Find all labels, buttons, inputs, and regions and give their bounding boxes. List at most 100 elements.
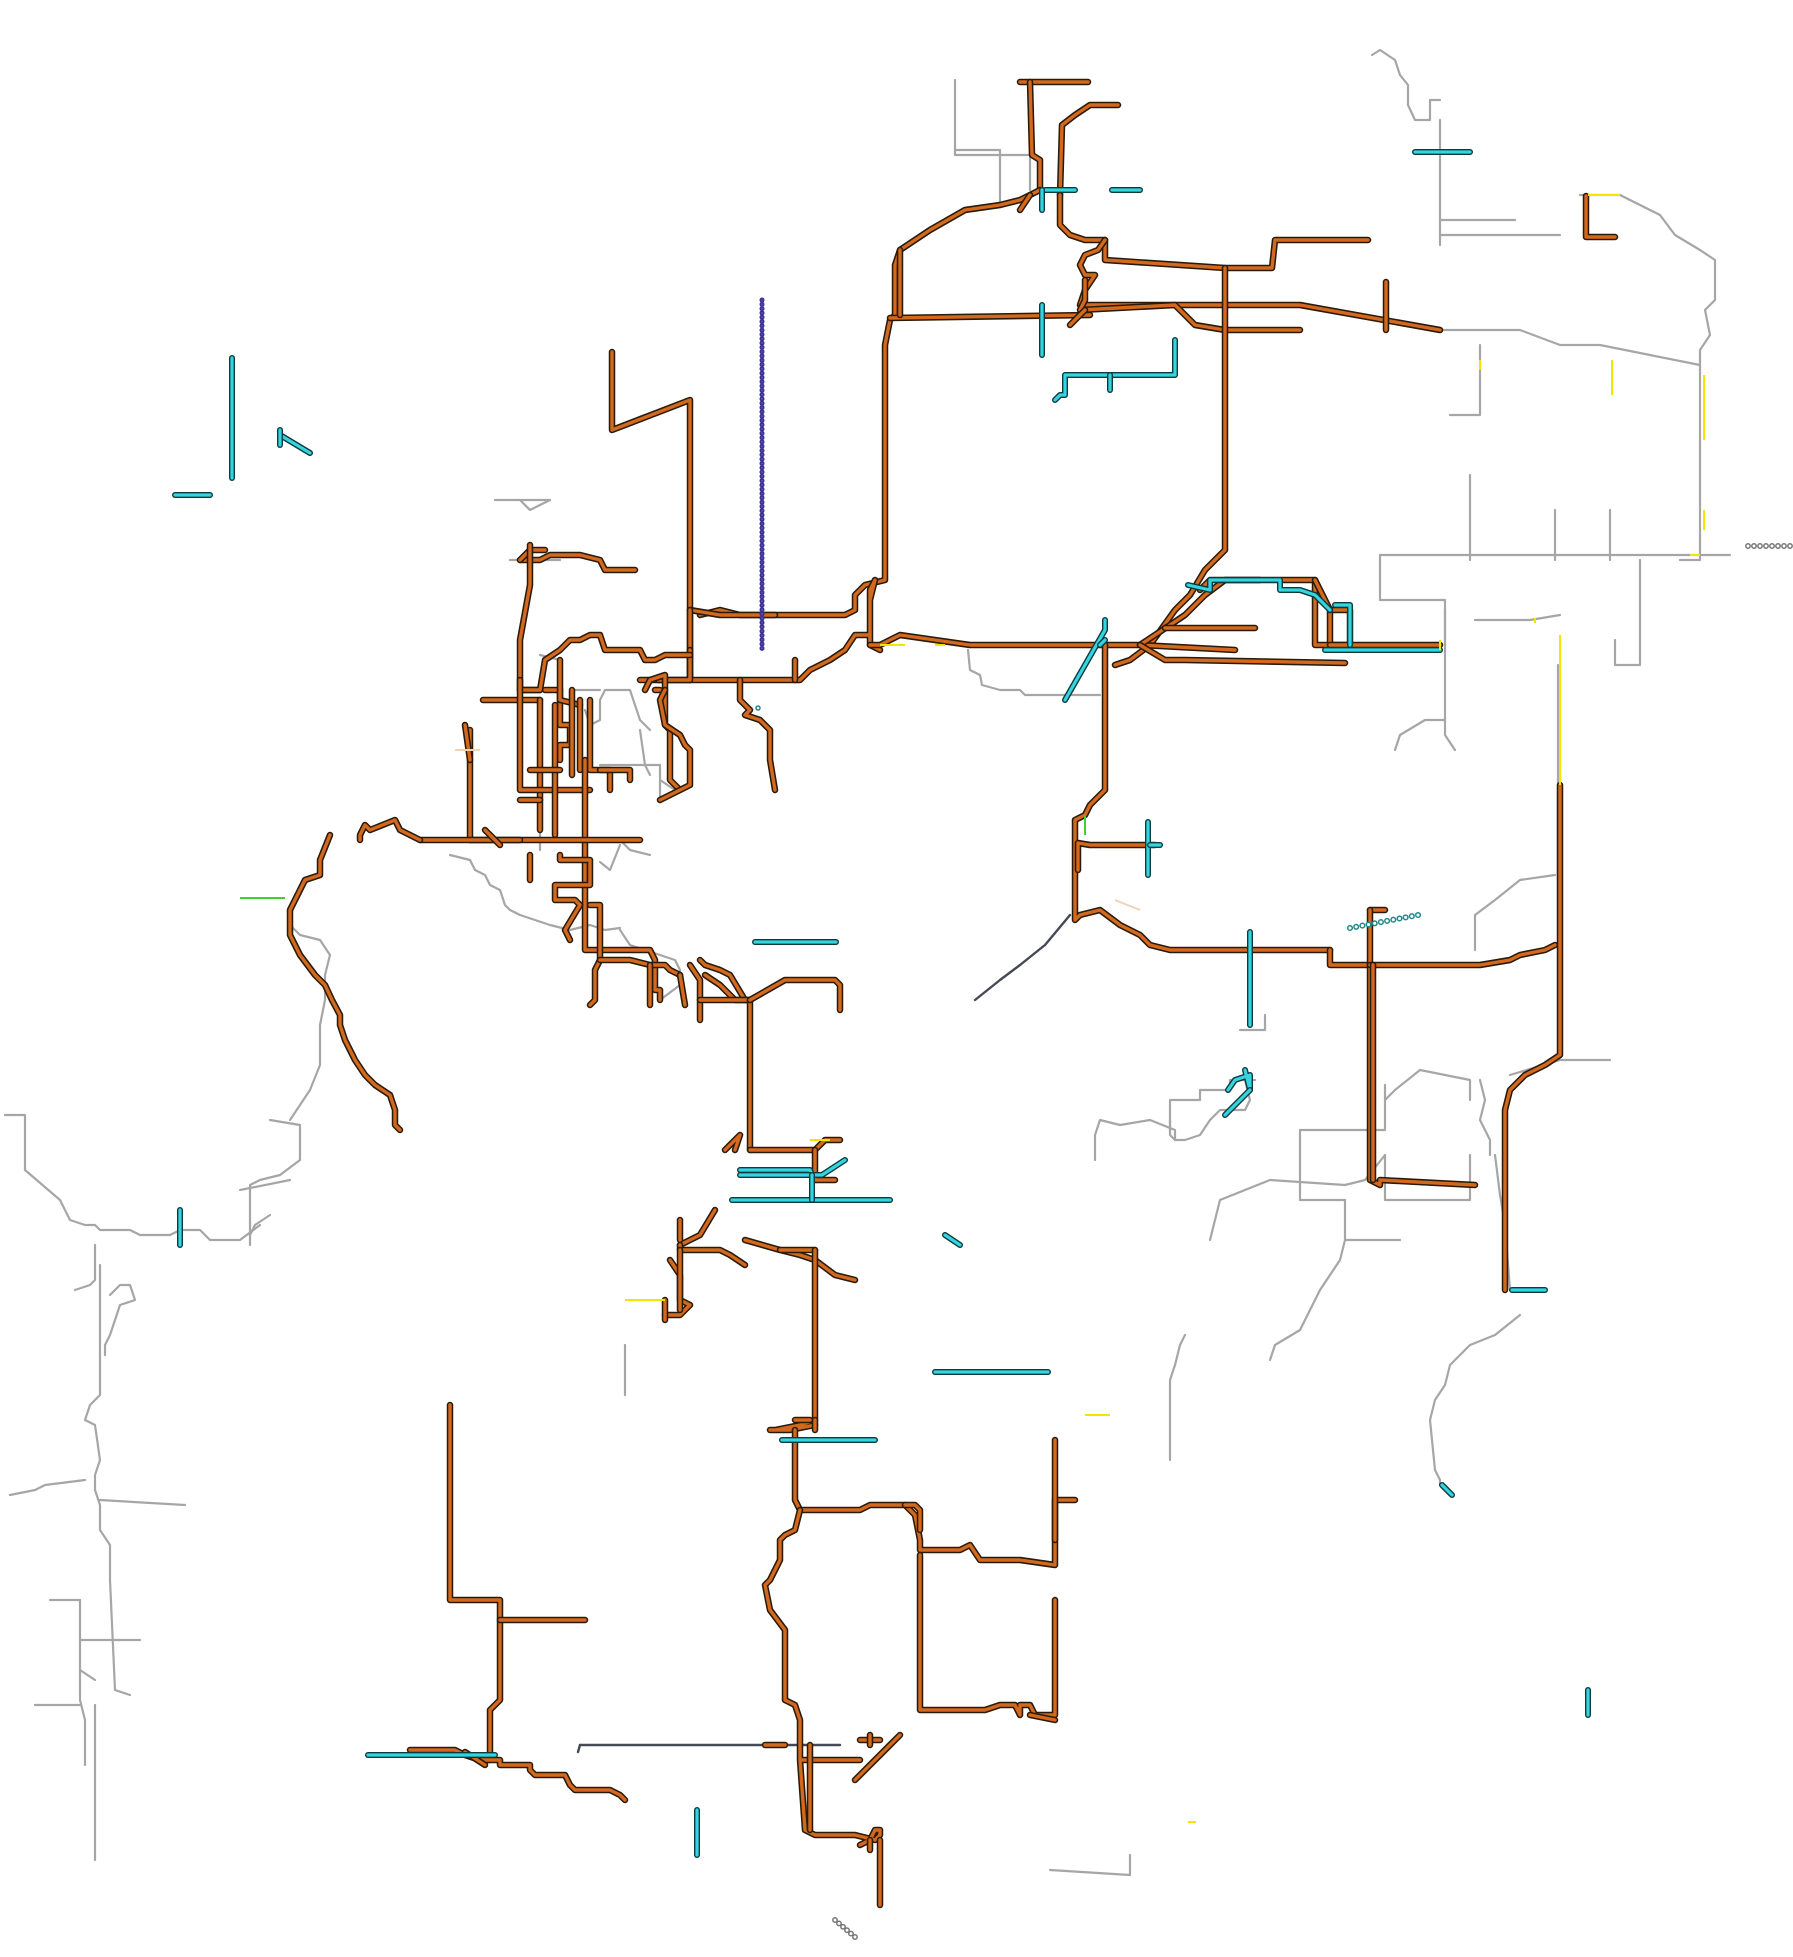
minor-road-1 [953, 78, 1032, 192]
gray-marker-sw-6 [852, 1934, 858, 1940]
major-road-15 [610, 350, 692, 682]
beige-segment-1 [1114, 899, 1141, 911]
major-road-36 [738, 678, 777, 792]
gray-marker-sw-3 [840, 1923, 846, 1930]
minor-road-41 [518, 498, 552, 512]
gray-marker-3 [1757, 543, 1763, 549]
major-road-57 [583, 758, 662, 1002]
minor-road-56 [238, 1178, 292, 1192]
minor-road-37 [1168, 1333, 1187, 1462]
minor-road-32 [1208, 1178, 1347, 1242]
minor-road-39 [966, 648, 1102, 697]
major-road-89 [903, 1503, 922, 1532]
major-road-76 [743, 1238, 857, 1282]
major-road-8 [888, 313, 1092, 320]
highlighted-segment-27 [943, 1233, 962, 1247]
minor-road-35 [1268, 1238, 1347, 1362]
beige-segments-layer [455, 749, 1141, 911]
minor-road-29 [1383, 1068, 1472, 1102]
gray-marker-8 [1787, 543, 1793, 549]
teal-marker-8 [1390, 916, 1397, 923]
major-road-108 [288, 833, 402, 1132]
minor-road-49 [658, 778, 677, 792]
gray-marker-1 [1745, 543, 1751, 549]
major-road-88 [1028, 1713, 1057, 1722]
major-road-33 [1503, 783, 1562, 1292]
major-road-2 [1028, 80, 1042, 192]
major-road-20 [868, 633, 1142, 647]
dark-segments-layer [576, 913, 1072, 1754]
minor-road-54 [288, 923, 332, 1122]
major-road-23 [1138, 643, 1347, 665]
teal-marker-single [755, 705, 761, 711]
minor-road-7 [1438, 328, 1702, 367]
teal-marker-4 [1365, 921, 1372, 928]
highlighted-segment-14 [1333, 603, 1352, 647]
minor-road-30 [1478, 1078, 1492, 1157]
yellow-segments-layer [625, 194, 1705, 1823]
highlighted-segment-15 [1063, 618, 1107, 702]
dark-segment-1 [973, 913, 1072, 1002]
major-road-12 [1584, 194, 1617, 239]
major-road-60 [553, 853, 592, 942]
minor-road-8 [1578, 193, 1717, 562]
minor-road-60 [83, 1263, 132, 1697]
minor-road-33 [1343, 1153, 1387, 1187]
major-road-61 [588, 903, 602, 1007]
major-road-35 [1076, 841, 1157, 872]
major-road-55 [643, 673, 682, 792]
minor-road-38 [1048, 1853, 1132, 1877]
major-road-62 [598, 958, 682, 977]
major-road-44 [518, 633, 692, 692]
major-road-105 [483, 828, 502, 847]
highlighted-segment-10 [278, 433, 312, 455]
major-road-85 [793, 1428, 1077, 1567]
major-road-38 [518, 553, 637, 572]
highlighted-segments-layer [172, 149, 1591, 1858]
minor-road-61 [103, 1283, 137, 1357]
minor-road-15 [1473, 613, 1562, 622]
major-road-74 [678, 1208, 717, 1247]
teal-marker-2 [1353, 923, 1360, 930]
major-road-90 [763, 1508, 882, 1847]
minor-road-21 [1508, 1058, 1612, 1077]
major-road-56 [658, 688, 692, 802]
minor-road-18 [1613, 558, 1642, 667]
major-road-10 [1113, 266, 1227, 667]
minor-road-3 [1370, 48, 1442, 122]
minor-road-59 [73, 1243, 97, 1292]
green-segments-layer [240, 815, 1086, 899]
highlighted-segment-16 [1098, 638, 1107, 647]
major-road-107 [463, 723, 472, 762]
major-road-6 [1078, 238, 1442, 332]
gray-marker-sw-5 [848, 1930, 854, 1937]
gray-marker-6 [1775, 543, 1781, 549]
minor-road-25 [1093, 1078, 1252, 1162]
minor-road-17 [1393, 718, 1447, 752]
major-road-28 [1073, 643, 1332, 952]
teal-marker-12 [1414, 911, 1422, 919]
highlighted-segment-20 [1226, 1068, 1252, 1092]
major-road-106 [358, 818, 422, 842]
teal-marker-3 [1359, 922, 1366, 929]
teal-marker-9 [1396, 915, 1403, 922]
major-road-4 [698, 188, 1042, 617]
major-road-16 [688, 608, 777, 617]
minor-road-2 [953, 148, 1002, 207]
highlighted-segment-12 [1186, 578, 1332, 612]
teal-marker-10 [1402, 914, 1409, 921]
teal-marker-1 [1346, 924, 1354, 932]
gray-marker-4 [1763, 543, 1769, 549]
major-road-9 [1068, 308, 1087, 327]
major-road-66 [698, 958, 747, 1002]
major-road-73 [723, 1133, 742, 1152]
minor-road-63 [98, 1498, 187, 1507]
gray-marker-sw-4 [844, 1927, 850, 1934]
major-road-5 [1058, 193, 1370, 270]
major-road-70 [748, 978, 842, 1012]
minor-road-36 [1428, 1313, 1522, 1487]
major-road-37 [656, 648, 692, 682]
minor-road-47 [638, 728, 652, 777]
